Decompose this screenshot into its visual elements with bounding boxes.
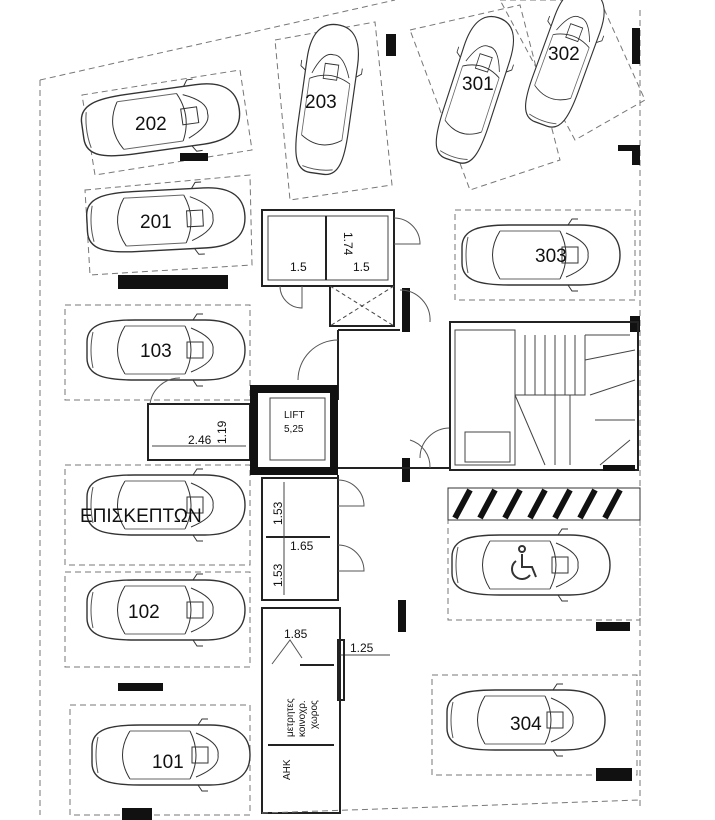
hatched-strip — [447, 487, 641, 521]
meter-rooms: 1.85 1.25 μετρητες κοινοχρ. χωρος ΑΗΚ — [261, 607, 641, 814]
side-storage-room: 2.46 1.19 — [147, 377, 251, 461]
core-door — [297, 339, 339, 381]
dim-meter-room-w: 1.85 — [284, 627, 308, 641]
spot-box-visitors — [64, 464, 251, 566]
dim-corridor-w: 1.25 — [350, 641, 374, 655]
dim-wc-w: 1.65 — [290, 539, 314, 553]
core-walls — [337, 329, 450, 478]
spot-label-303: 303 — [535, 246, 567, 267]
spot-label-202: 202 — [135, 114, 167, 135]
car-302 — [513, 0, 618, 135]
spot-label-101: 101 — [152, 752, 184, 773]
ahk-label: ΑΗΚ — [282, 759, 293, 780]
columns — [118, 28, 640, 820]
lift: LIFT 5,25 — [250, 385, 338, 475]
wheelchair-icon — [511, 545, 537, 580]
car-disabled — [451, 528, 611, 602]
dim-room-top-w1: 1.5 — [290, 260, 307, 274]
spot-label-201: 201 — [140, 212, 172, 233]
dim-room-top-w2: 1.5 — [353, 260, 370, 274]
spot-label-301: 301 — [462, 74, 494, 95]
dim-side-room-w: 2.46 — [188, 433, 212, 447]
lift-area: 5,25 — [284, 424, 304, 435]
spot-label-visitors: ΕΠΙΣΚΕΠΤΩΝ — [80, 506, 202, 527]
spot-label-203: 203 — [305, 92, 337, 113]
lift-label: LIFT — [284, 410, 305, 421]
spot-label-302: 302 — [548, 44, 580, 65]
spot-box-201 — [84, 174, 253, 276]
wc-rooms: 1.53 1.53 1.65 — [261, 477, 365, 601]
spot-box-202 — [81, 69, 253, 176]
top-storage-rooms: 1.5 1.5 1.74 — [261, 209, 421, 327]
spot-box-303 — [454, 209, 636, 301]
car-visitors — [86, 468, 246, 542]
dim-wc2-h: 1.53 — [271, 563, 285, 587]
spot-box-103 — [64, 304, 251, 401]
spot-label-304: 304 — [510, 714, 542, 735]
dim-wc1-h: 1.53 — [271, 501, 285, 525]
spot-box-304 — [431, 674, 638, 776]
car-102 — [86, 573, 246, 647]
site-boundary — [39, 0, 641, 815]
meter-room-label-2: κοινοχρ. — [297, 700, 308, 737]
meter-room-label-1: μετρητες — [285, 698, 296, 737]
spot-box-203 — [274, 21, 393, 201]
staircase — [449, 321, 639, 471]
dim-room-top-h: 1.74 — [341, 232, 355, 256]
spot-box-102 — [64, 571, 251, 668]
spot-label-102: 102 — [128, 602, 160, 623]
dim-side-room-h: 1.19 — [215, 420, 229, 444]
spot-label-103: 103 — [140, 341, 172, 362]
meter-room-label-3: χωρος — [309, 700, 320, 729]
